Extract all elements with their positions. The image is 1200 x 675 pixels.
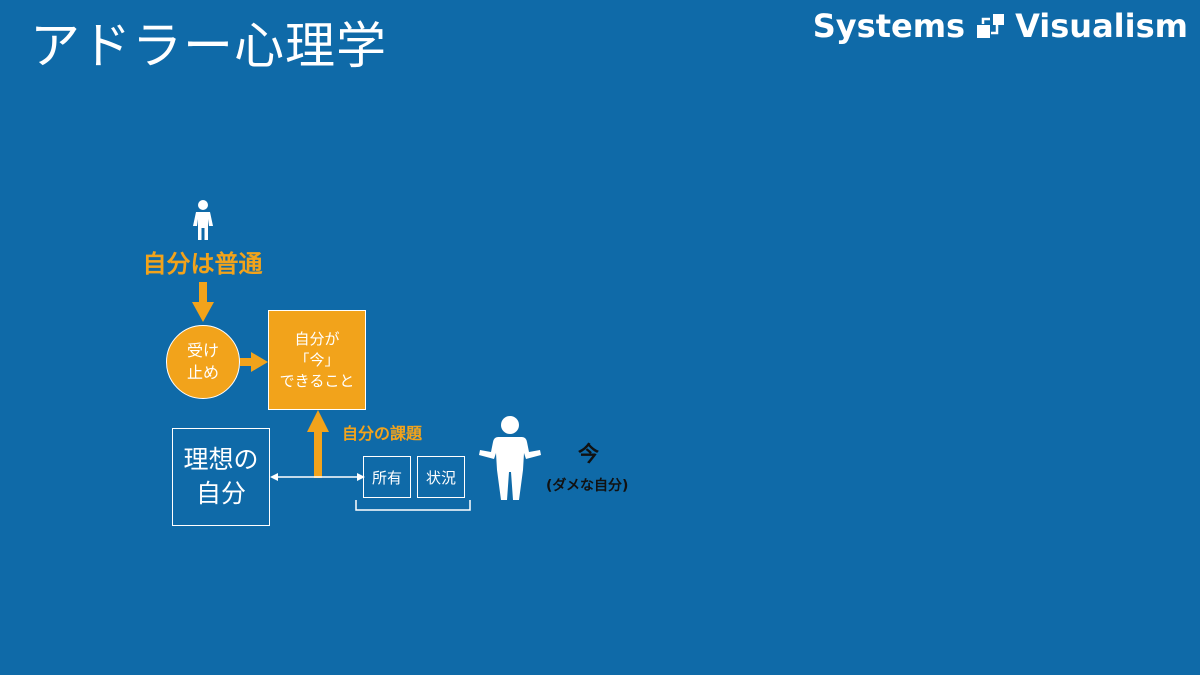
flow-squares-icon: [977, 14, 1005, 38]
arrow-task-to-cando: [307, 410, 329, 478]
can-do-line3: できること: [279, 371, 355, 390]
person-small-icon: [193, 200, 213, 240]
factor-situation-box: 状況: [417, 456, 465, 498]
page-title: アドラー心理学: [30, 17, 387, 75]
own-task-label: 自分の課題: [342, 424, 423, 443]
can-do-line2: 「今」: [294, 350, 340, 369]
person-large-icon: [479, 416, 541, 500]
now-sublabel: (ダメな自分): [546, 478, 629, 494]
ideal-line2: 自分: [195, 479, 246, 508]
brand-logo: Systems Visualism: [813, 6, 1188, 46]
normal-self-label: 自分は普通: [142, 250, 263, 278]
accept-node: 受け 止め: [166, 325, 240, 399]
now-label: 今: [578, 442, 599, 466]
arrow-normal-to-accept: [192, 282, 214, 322]
bidirectional-arrow: [270, 473, 365, 481]
factors-bracket: [355, 500, 471, 511]
factor-possession-box: 所有: [363, 456, 411, 498]
accept-line1: 受け: [186, 341, 219, 360]
can-do-line1: 自分が: [294, 329, 340, 348]
ideal-self-node: 理想の 自分: [172, 428, 270, 526]
accept-line2: 止め: [186, 363, 219, 382]
ideal-line1: 理想の: [183, 445, 259, 474]
arrow-accept-to-cando: [240, 352, 268, 372]
can-do-node: 自分が 「今」 できること: [268, 310, 366, 410]
brand-text-right: Visualism: [1015, 7, 1188, 45]
brand-text-left: Systems: [812, 7, 966, 45]
